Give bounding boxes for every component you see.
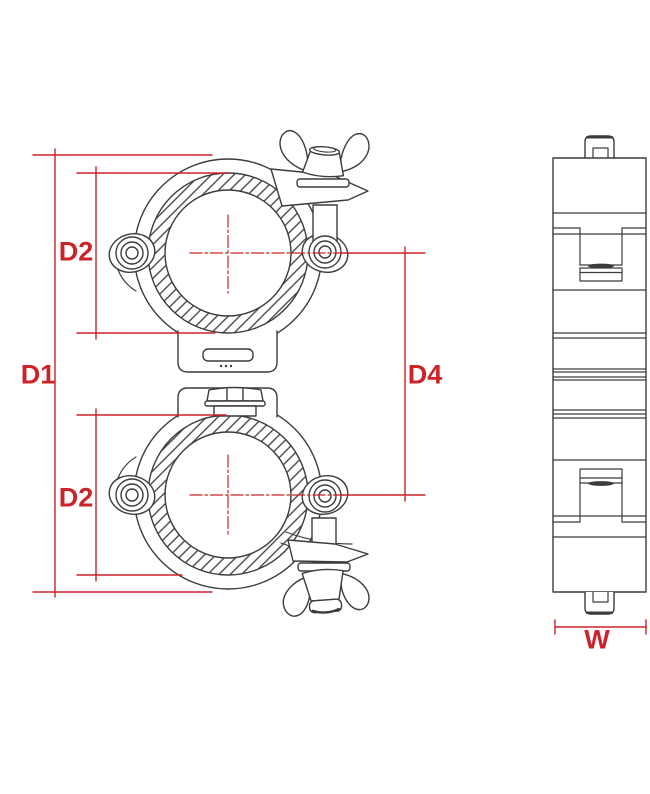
top-clamp-neck xyxy=(177,330,278,373)
side-bottom-tab xyxy=(584,591,615,615)
bottom-left-hinge-lug xyxy=(108,456,156,515)
bottom-ring-inner xyxy=(164,431,292,559)
side-top-tab xyxy=(584,135,615,159)
dim-label-w: W xyxy=(584,624,610,655)
top-washer-bar xyxy=(296,178,350,188)
side-lower-pin-lens xyxy=(588,481,614,486)
dim-label-d1: D1 xyxy=(20,359,56,390)
dimension-d1 xyxy=(32,148,213,598)
center-crosshair-top xyxy=(189,214,343,294)
dimension-d2-bottom xyxy=(76,408,227,582)
dimension-d4 xyxy=(341,246,426,502)
swivel-hex-bolt xyxy=(204,386,266,417)
side-upper-pin-lens xyxy=(588,263,614,269)
wing-nut-bottom xyxy=(282,568,370,617)
top-clamp xyxy=(108,130,370,373)
bottom-clamp xyxy=(108,386,370,617)
dim-label-d2-bottom: D2 xyxy=(58,482,94,513)
side-view-drawing xyxy=(552,135,647,615)
dimension-lines xyxy=(32,148,647,635)
front-view-drawing xyxy=(108,130,370,617)
wing-nut-top xyxy=(279,130,370,178)
side-body xyxy=(552,157,647,593)
top-ring-inner xyxy=(164,189,292,317)
dimension-d2-top xyxy=(76,166,229,340)
center-crosshair-bottom xyxy=(189,454,343,536)
swivel-slot xyxy=(202,348,254,362)
dimension-w xyxy=(554,619,647,635)
bottom-latch-catch xyxy=(287,539,369,563)
top-left-hinge-lug xyxy=(108,233,156,292)
side-lower-recess xyxy=(552,468,647,523)
side-section-lines xyxy=(552,212,647,538)
dim-label-d2-top: D2 xyxy=(58,236,94,267)
dim-label-d4: D4 xyxy=(407,359,443,390)
side-upper-recess xyxy=(552,227,647,282)
